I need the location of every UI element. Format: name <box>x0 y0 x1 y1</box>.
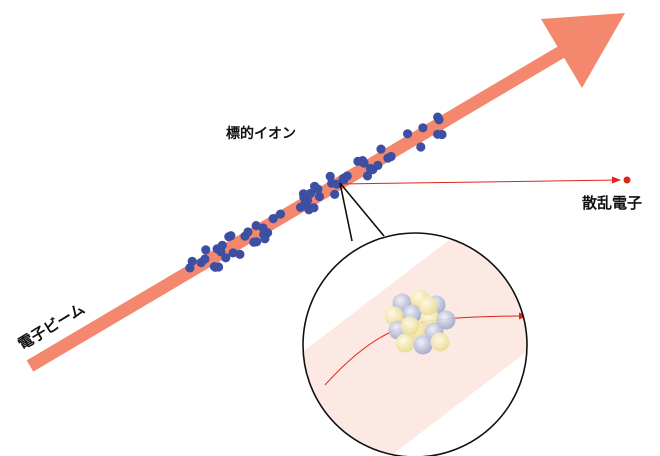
target-ion <box>275 209 286 219</box>
target-ion <box>310 181 320 191</box>
proton-sphere <box>418 296 438 316</box>
proton-sphere <box>430 332 450 352</box>
target-ion <box>433 129 443 139</box>
target-ion <box>434 115 444 125</box>
scattered-electron-track <box>339 176 631 185</box>
label-target-ions: 標的イオン <box>226 125 296 142</box>
target-ion <box>314 191 324 202</box>
electron-dot-icon <box>623 176 631 184</box>
target-ion <box>359 158 369 168</box>
nucleus-icon <box>384 289 456 355</box>
target-ion <box>228 248 238 258</box>
target-ion <box>224 232 234 242</box>
target-ion <box>305 188 316 198</box>
target-ion <box>249 237 259 247</box>
target-ion <box>330 189 340 199</box>
target-ion <box>268 214 278 224</box>
neutron-sphere <box>413 335 433 355</box>
target-ion-cloud <box>185 112 447 273</box>
target-ion <box>303 195 313 205</box>
target-ion <box>217 240 227 250</box>
target-ion <box>416 142 426 152</box>
electron-dot-icon <box>532 314 539 321</box>
target-ion <box>221 253 231 263</box>
proton-sphere <box>400 316 420 336</box>
arrowhead-icon <box>541 13 625 88</box>
target-ion <box>309 203 319 213</box>
target-ion <box>325 171 335 181</box>
target-ion <box>214 262 224 272</box>
target-ion <box>187 256 197 266</box>
target-ion <box>362 171 373 181</box>
target-ion <box>383 153 393 163</box>
target-ion <box>200 254 210 264</box>
proton-sphere <box>395 333 415 353</box>
target-ion <box>403 129 413 139</box>
neutron-sphere <box>436 310 456 330</box>
target-ion <box>376 144 386 154</box>
target-ion <box>339 175 349 185</box>
target-ion <box>327 178 337 188</box>
target-ion <box>258 223 268 233</box>
target-ion <box>260 234 270 244</box>
target-ion <box>243 227 253 237</box>
magnifier-callout <box>302 182 539 456</box>
target-ion <box>298 189 309 199</box>
target-ion <box>201 245 211 255</box>
label-scattered-electron: 散乱電子 <box>582 194 642 212</box>
target-ion <box>373 160 383 170</box>
target-ion <box>251 221 261 231</box>
target-ion <box>418 123 428 133</box>
